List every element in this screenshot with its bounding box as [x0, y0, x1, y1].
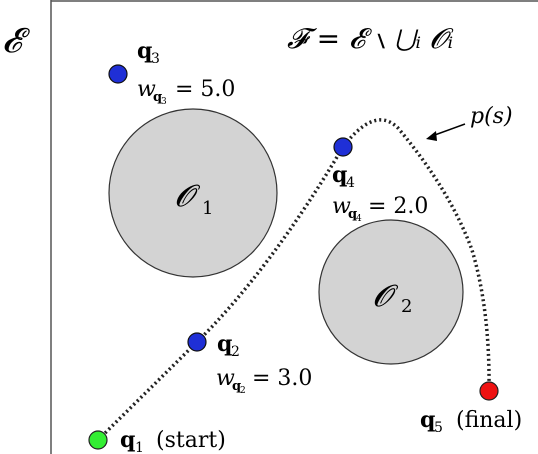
- path-curve: [96, 118, 491, 442]
- obstacle-1: 𝓞 1: [108, 108, 278, 278]
- obstacle-1-subscript: 1: [202, 198, 213, 219]
- point-q3-weight-sub: q: [153, 90, 162, 105]
- point-q5-subscript: 5: [434, 420, 443, 436]
- point-q5-marker: [479, 381, 499, 401]
- point-q3-weight-symbol: w: [137, 77, 156, 102]
- point-q2-subscript: 2: [231, 344, 240, 360]
- point-q3-marker: [108, 64, 128, 84]
- point-q4-subscript: 4: [346, 175, 355, 191]
- obstacle-2-subscript: 2: [401, 296, 412, 317]
- point-q5-label: q: [420, 407, 435, 433]
- path-label: p(s): [470, 104, 513, 129]
- point-q5-caption: (final): [456, 408, 522, 433]
- point-q4-weight-value: = 2.0: [368, 194, 428, 219]
- obstacle-2-shape: [318, 219, 464, 365]
- path-arrow-head: [426, 131, 437, 141]
- point-q2-weight-sub: q: [232, 379, 241, 394]
- path-arrow-shaft: [431, 123, 466, 137]
- point-q2-label: q: [217, 331, 232, 357]
- point-q5: q 5 (final): [420, 381, 522, 436]
- obstacle-1-shape: [108, 108, 278, 278]
- point-q2-weight-value: = 3.0: [252, 366, 312, 391]
- point-q1-subscript: 1: [135, 440, 144, 454]
- point-q4: q 4 w q 4 = 2.0: [332, 137, 428, 224]
- point-q2-marker: [187, 332, 207, 352]
- point-q3-weight-sub-sub: 3: [161, 97, 167, 107]
- point-q3-weight-value: = 5.0: [175, 77, 235, 102]
- environment-symbol: 𝓔: [2, 21, 31, 61]
- point-q2-weight-sub-sub: 2: [240, 386, 246, 396]
- free-space-formula: 𝓕 = 𝓔 ∖ ⋃ᵢ 𝓞ᵢ: [287, 22, 454, 55]
- point-q3: q 3 w q 3 = 5.0: [108, 38, 235, 107]
- point-q1: q 1 (start): [88, 427, 226, 454]
- point-q4-weight-symbol: w: [332, 194, 351, 219]
- point-q4-weight-sub-sub: 4: [356, 214, 362, 224]
- point-q2: q 2 w q 2 = 3.0: [187, 331, 312, 396]
- point-q1-marker: [88, 430, 108, 450]
- point-q1-caption: (start): [156, 428, 226, 453]
- point-q1-label: q: [120, 427, 135, 453]
- point-q4-marker: [333, 137, 353, 157]
- obstacle-2: 𝓞 2: [318, 219, 464, 365]
- point-q4-weight-sub: q: [348, 207, 357, 222]
- point-q3-label: q: [137, 38, 152, 64]
- point-q3-subscript: 3: [151, 51, 160, 67]
- point-q4-label: q: [332, 162, 347, 188]
- point-q2-weight-symbol: w: [216, 366, 235, 391]
